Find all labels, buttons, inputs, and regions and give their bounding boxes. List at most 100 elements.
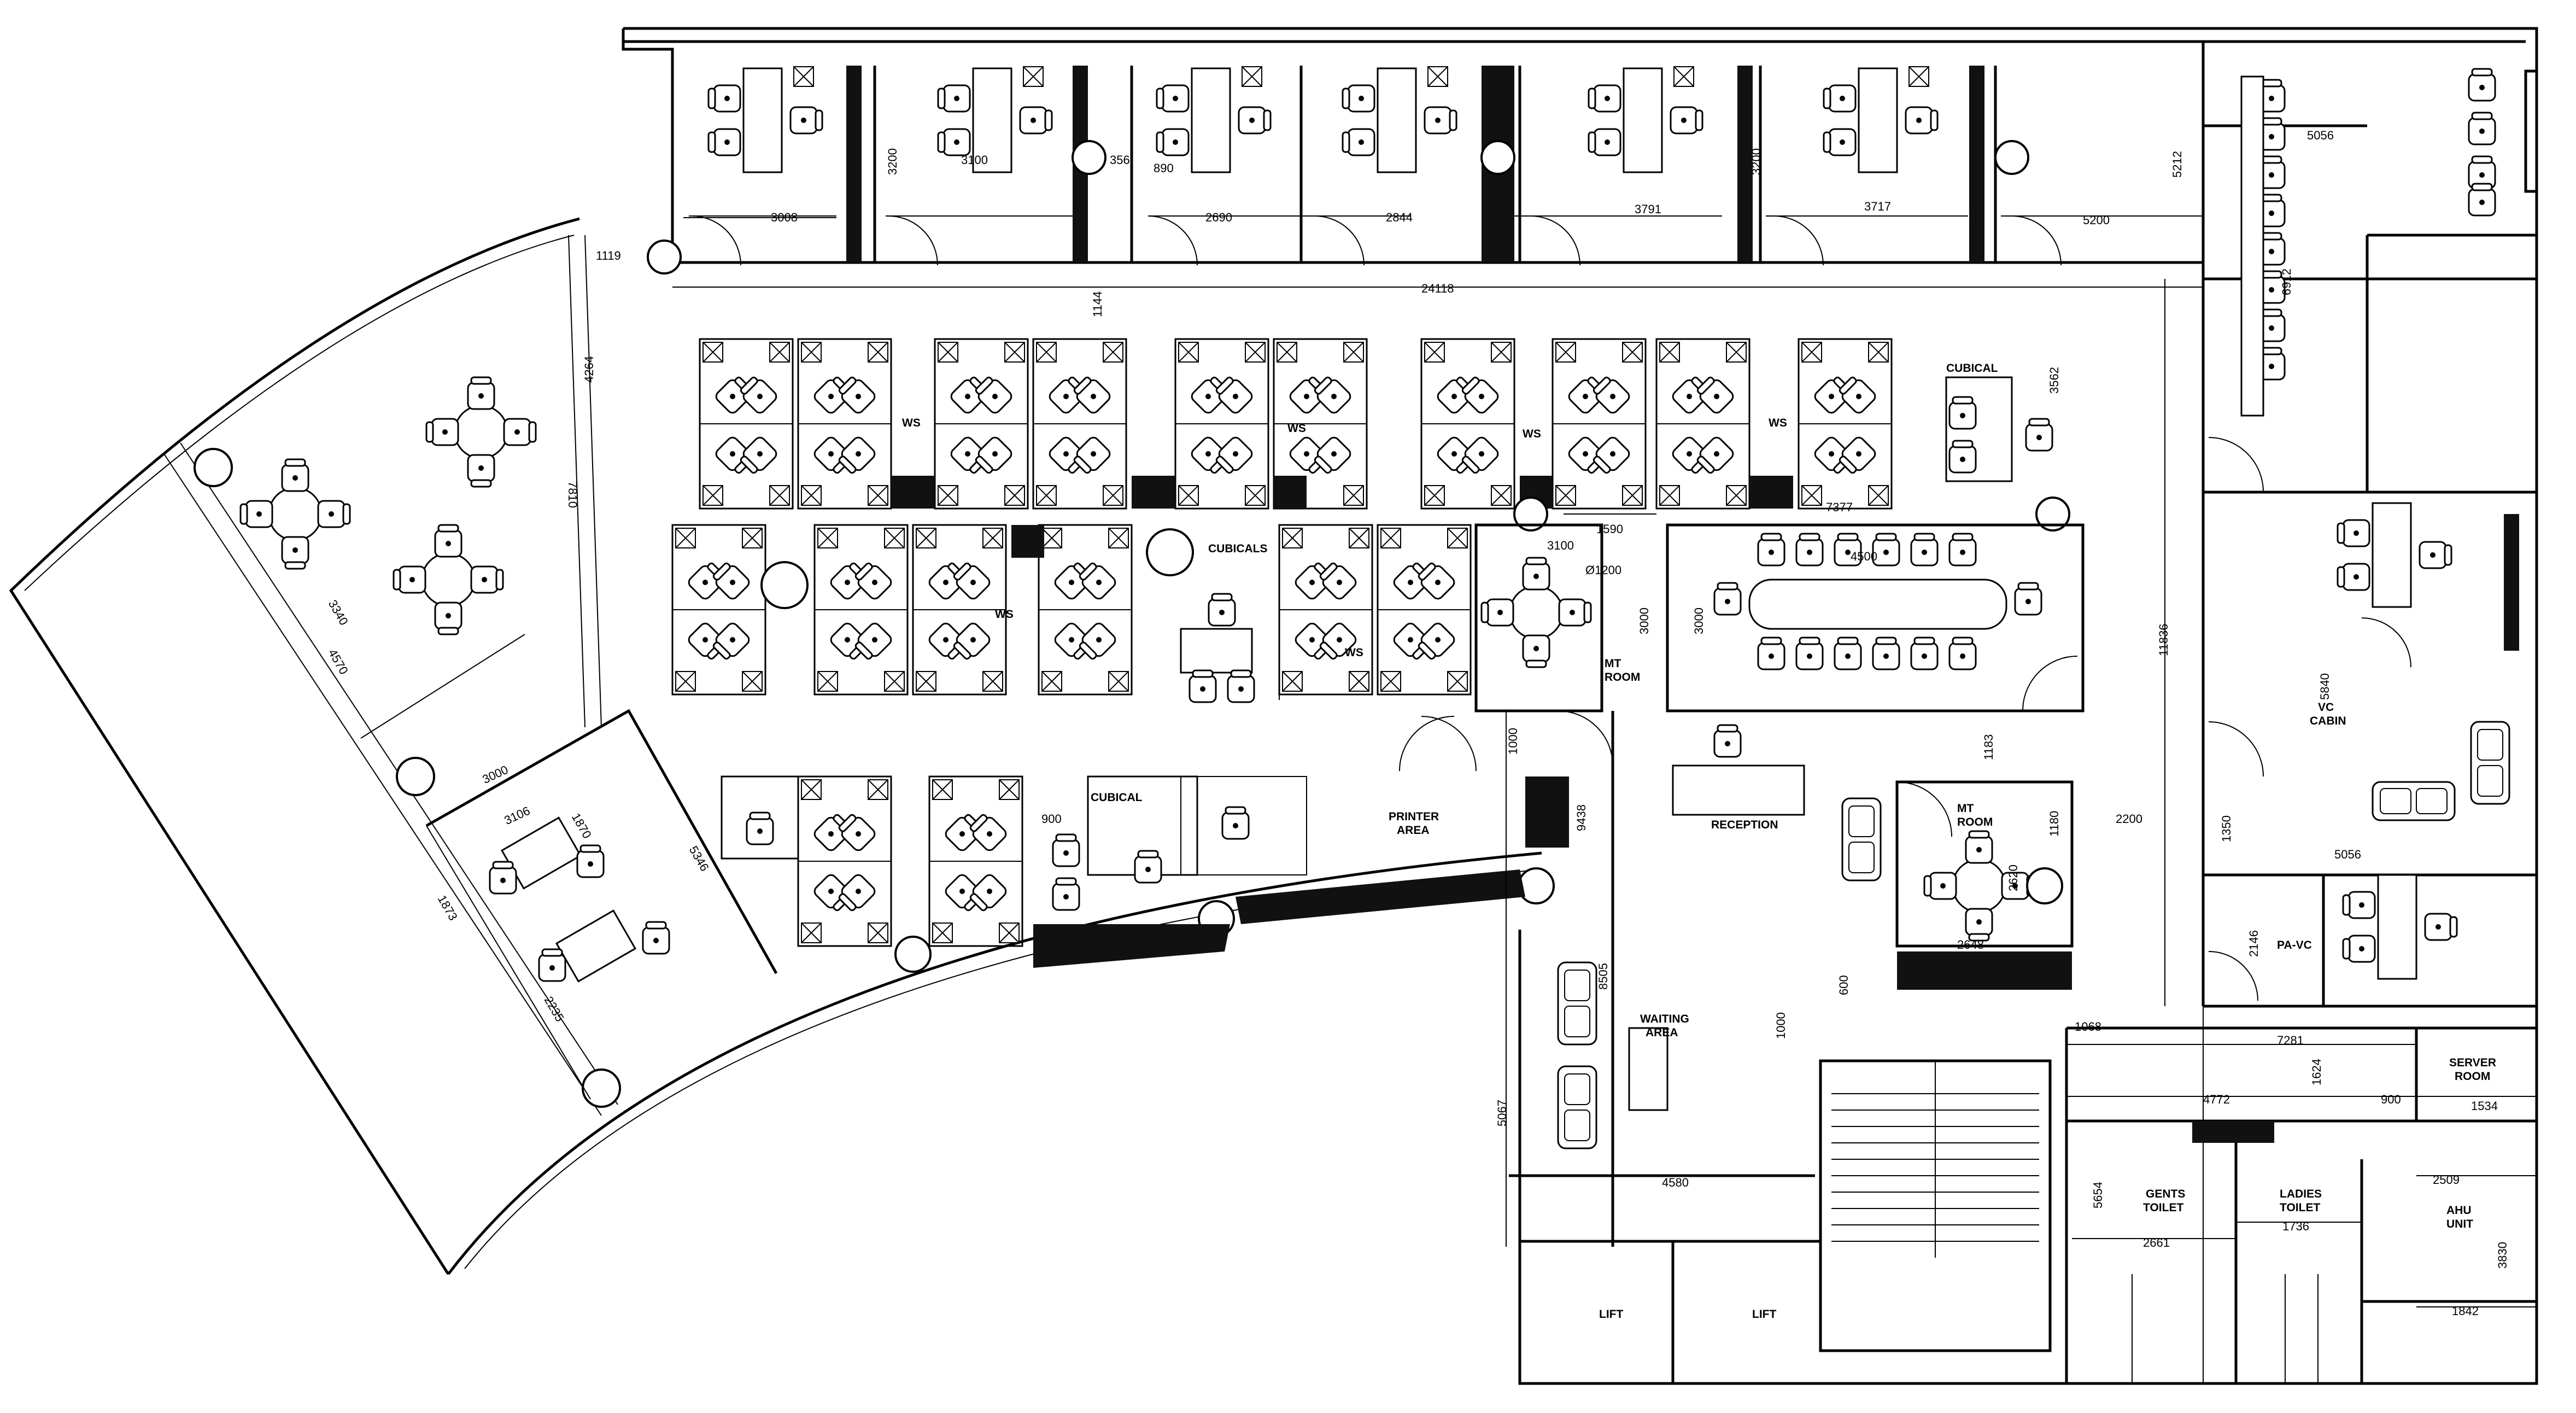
dim-2661: 2661 xyxy=(2143,1236,2170,1249)
ws-label-1: WS xyxy=(902,417,921,429)
left-small-cabin xyxy=(425,709,778,1100)
dim-2146: 2146 xyxy=(2247,930,2261,957)
dim-24118: 24118 xyxy=(1421,282,1454,295)
dim-1590: 1590 xyxy=(1596,522,1623,536)
dim-356: 356 xyxy=(1110,153,1130,167)
dim-5056-b: 5056 xyxy=(2334,848,2361,861)
pa-vc-label: PA-VC xyxy=(2277,939,2312,951)
dim-3100-b: 3100 xyxy=(1547,539,1574,552)
dim-6912: 6912 xyxy=(2280,268,2293,295)
cubical-top-label: CUBICAL xyxy=(1946,362,1998,375)
dim-1534: 1534 xyxy=(2471,1099,2498,1113)
dim-3830: 3830 xyxy=(2496,1242,2509,1269)
dim-3000-c: 3000 xyxy=(480,763,510,786)
left-lounge xyxy=(194,235,621,1108)
lift-1-label: LIFT xyxy=(1599,1308,1623,1321)
dim-5654: 5654 xyxy=(2091,1182,2105,1208)
dim-1000-a: 1000 xyxy=(1506,728,1520,755)
dim-1068: 1068 xyxy=(2075,1020,2101,1034)
dim-5200: 5200 xyxy=(2083,213,2110,227)
dim-5840: 5840 xyxy=(2318,673,2332,700)
waiting-area-label-2: AREA xyxy=(1646,1026,1678,1039)
dimension-lines xyxy=(672,217,2537,1307)
dim-2509: 2509 xyxy=(2433,1173,2460,1187)
dim-1873: 1873 xyxy=(435,893,460,923)
service-block xyxy=(2065,1026,2537,1383)
lower-workstations xyxy=(721,775,1555,973)
dim-900: 900 xyxy=(1041,812,1062,826)
meeting-rooms xyxy=(1421,523,2085,948)
dim-3562: 3562 xyxy=(2047,367,2061,394)
dim-3100-a: 3100 xyxy=(961,153,988,167)
dim-2620: 2620 xyxy=(2006,865,2020,891)
dim-7377: 7377 xyxy=(1826,500,1853,514)
dim-7281: 7281 xyxy=(2277,1034,2304,1047)
ws-label-3: WS xyxy=(1523,428,1541,440)
ws-label-4: WS xyxy=(1769,417,1787,429)
upper-workstations xyxy=(700,339,2070,532)
ws-label-2: WS xyxy=(1287,422,1306,435)
ahu-unit-label-2: UNIT xyxy=(2446,1218,2473,1230)
mt-room-1-label: MT xyxy=(1605,657,1621,670)
middle-workstations xyxy=(672,525,1471,703)
printer-area-label-2: AREA xyxy=(1397,824,1430,837)
dim-4500: 4500 xyxy=(1851,550,1877,563)
cubical-lower-label: CUBICAL xyxy=(1091,791,1143,804)
dim-1870: 1870 xyxy=(569,811,594,841)
dim-2844: 2844 xyxy=(1386,211,1413,224)
stairs-lifts xyxy=(1520,1059,2052,1385)
top-cabins xyxy=(647,42,2205,492)
dim-1200: Ø1200 xyxy=(1585,563,1621,577)
dim-5346: 5346 xyxy=(687,844,712,874)
dim-1000-c: 1000 xyxy=(1774,1012,1788,1039)
ladies-toilet-label: LADIES xyxy=(2280,1188,2322,1200)
dim-9438: 9438 xyxy=(1574,804,1588,831)
dimension-labels: 3008 3200 3100 356 890 2690 2844 3791 32… xyxy=(326,129,2509,1318)
exterior-walls xyxy=(9,27,2538,1385)
dim-1736: 1736 xyxy=(2282,1219,2309,1233)
ladies-toilet-label-2: TOILET xyxy=(2280,1201,2320,1214)
reception-waiting xyxy=(1399,711,2072,1247)
dim-4580: 4580 xyxy=(1662,1176,1689,1189)
dim-890: 890 xyxy=(1154,161,1174,175)
lift-2-label: LIFT xyxy=(1752,1308,1776,1321)
mt-room-1-label-2: ROOM xyxy=(1605,671,1640,684)
dim-5056-a: 5056 xyxy=(2307,129,2334,142)
dim-5212: 5212 xyxy=(2170,151,2184,178)
dim-1180: 1180 xyxy=(2047,811,2061,837)
dim-3000-b: 3000 xyxy=(1692,608,1706,634)
cubicals-label: CUBICALS xyxy=(1208,542,1268,555)
dim-4264: 4264 xyxy=(582,356,596,383)
dim-8505: 8505 xyxy=(1596,963,1610,990)
reception-label: RECEPTION xyxy=(1711,819,1778,831)
dim-3717: 3717 xyxy=(1864,200,1891,213)
vc-cabin-label: VC xyxy=(2318,701,2334,714)
dim-2200: 2200 xyxy=(2116,812,2142,826)
dim-1183: 1183 xyxy=(1982,734,1995,760)
dim-1624: 1624 xyxy=(2310,1059,2323,1085)
server-room-label-2: ROOM xyxy=(2455,1070,2490,1083)
dim-4570: 4570 xyxy=(326,647,351,677)
vc-cabin-label-2: CABIN xyxy=(2310,715,2346,727)
gents-toilet-label-2: TOILET xyxy=(2143,1201,2183,1214)
mt-room-2-label: MT xyxy=(1957,802,1974,815)
ws-label-5: WS xyxy=(995,608,1014,621)
dim-2690: 2690 xyxy=(1205,211,1232,224)
server-room-label: SERVER xyxy=(2449,1056,2496,1069)
ahu-unit-label: AHU xyxy=(2446,1204,2472,1217)
room-labels: WS WS WS WS WS WS CUBICALS CUBICAL CUBIC… xyxy=(902,362,2496,1321)
waiting-area-label: WAITING xyxy=(1640,1013,1689,1025)
dim-2235: 2235 xyxy=(542,994,567,1024)
dim-1350: 1350 xyxy=(2220,815,2233,842)
dim-900-b: 900 xyxy=(2381,1093,2401,1106)
dim-3791: 3791 xyxy=(1635,202,1661,216)
dim-4772: 4772 xyxy=(2203,1093,2230,1106)
dim-3200-b: 3200 xyxy=(1749,148,1763,175)
dim-3200-a: 3200 xyxy=(886,148,899,175)
dim-3106: 3106 xyxy=(502,804,532,827)
dim-11836: 11836 xyxy=(2157,623,2170,656)
ws-label-6: WS xyxy=(1345,646,1363,659)
dim-600: 600 xyxy=(1837,975,1851,995)
dim-3000-a: 3000 xyxy=(1637,608,1651,634)
